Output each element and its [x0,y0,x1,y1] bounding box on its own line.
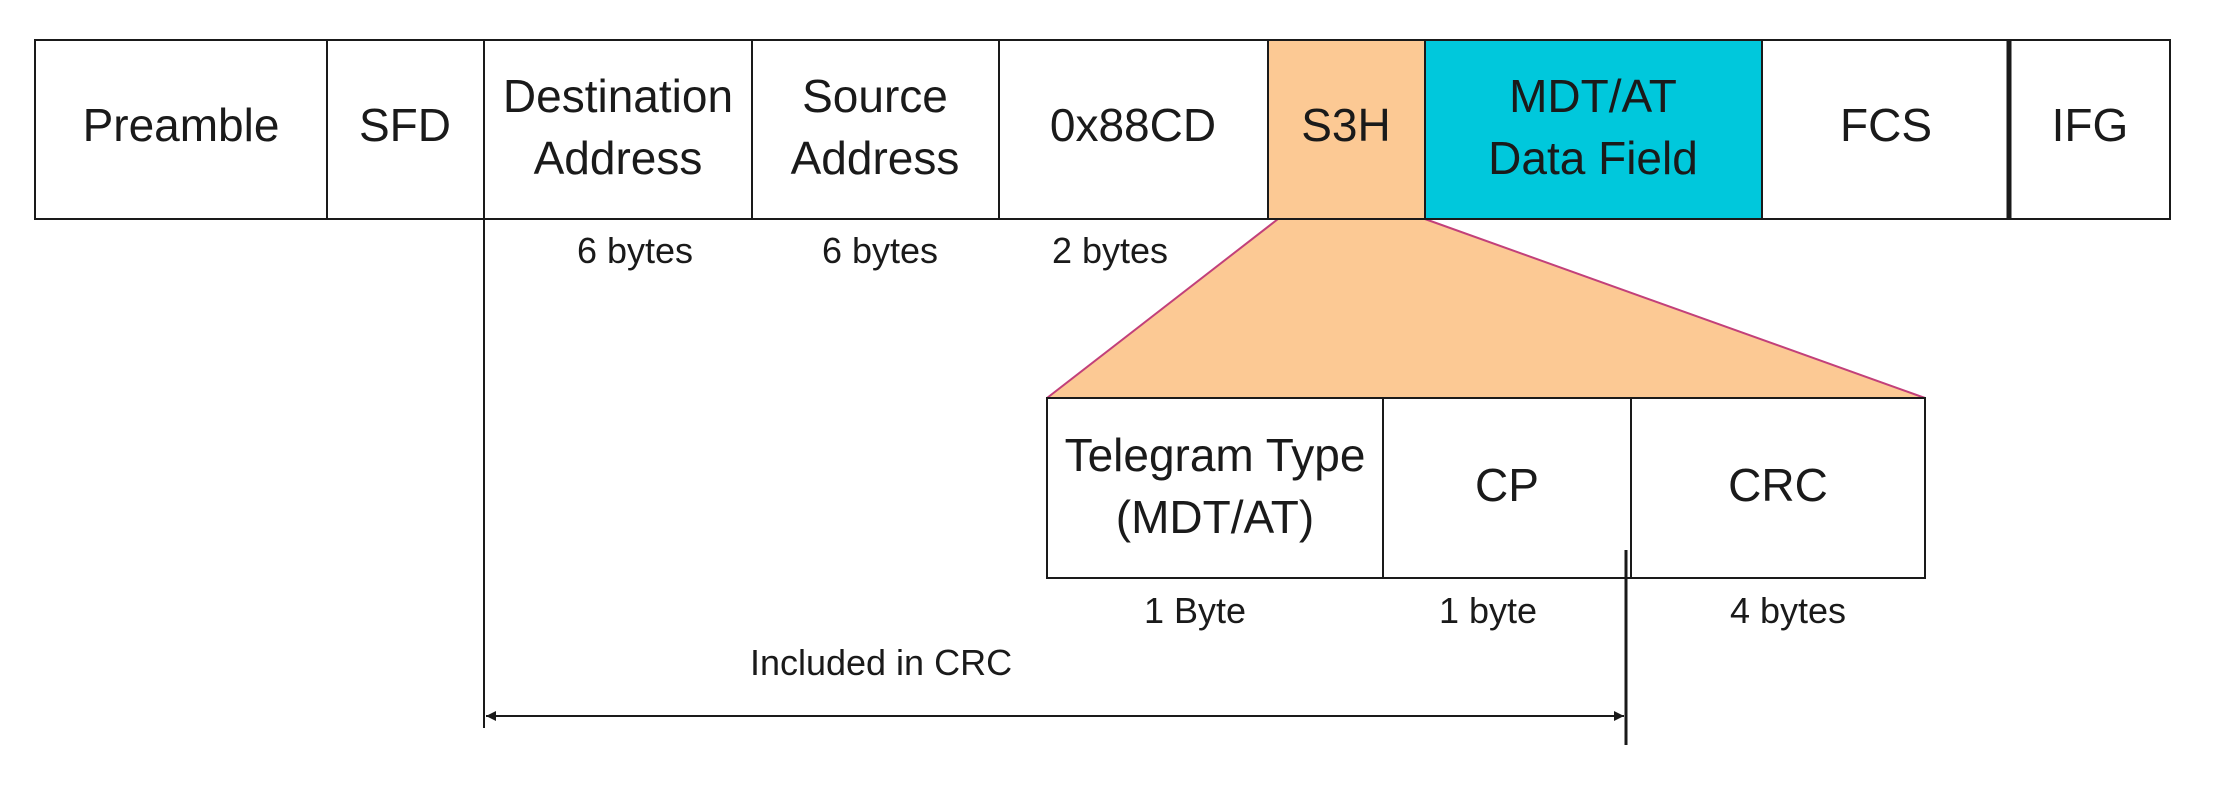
s3h-detail-row: Telegram Type(MDT/AT) CP CRC [1046,397,1926,579]
field-source-address [751,39,1000,220]
field-ethertype-label: 0x88CD [1050,99,1216,151]
field-s3h [1267,39,1426,220]
s3h-field-telegram-type-label: Telegram Type(MDT/AT) [1065,429,1366,543]
source-address-size: 6 bytes [822,230,938,271]
s3h-expansion [1047,219,1925,398]
crc-range-label: Included in CRC [750,642,1012,683]
field-ethertype [998,39,1269,220]
s3h-field-crc-label: CRC [1728,459,1828,511]
s3h-field-telegram-type [1046,397,1384,579]
telegram-type-size: 1 Byte [1144,590,1246,631]
field-mdt-at-data [1424,39,1763,220]
field-destination-address [483,39,753,220]
s3h-field-crc [1630,397,1926,579]
field-fcs-label: FCS [1840,99,1932,151]
field-ifg-label: IFG [2052,99,2129,151]
s3h-expansion-right-edge [1424,218,1926,399]
field-preamble-label: Preamble [83,99,280,151]
s3h-field-cp-label: CP [1475,459,1539,511]
field-sfd-label: SFD [359,99,451,151]
crc-size: 4 bytes [1730,590,1846,631]
ethertype-size: 2 bytes [1052,230,1168,271]
field-ifg [2009,39,2171,220]
cp-size: 1 byte [1439,590,1537,631]
field-preamble [34,39,328,220]
field-s3h-label: S3H [1301,99,1390,151]
destination-address-size: 6 bytes [577,230,693,271]
s3h-expansion-left-edge [1046,218,1279,399]
field-sfd [326,39,485,220]
